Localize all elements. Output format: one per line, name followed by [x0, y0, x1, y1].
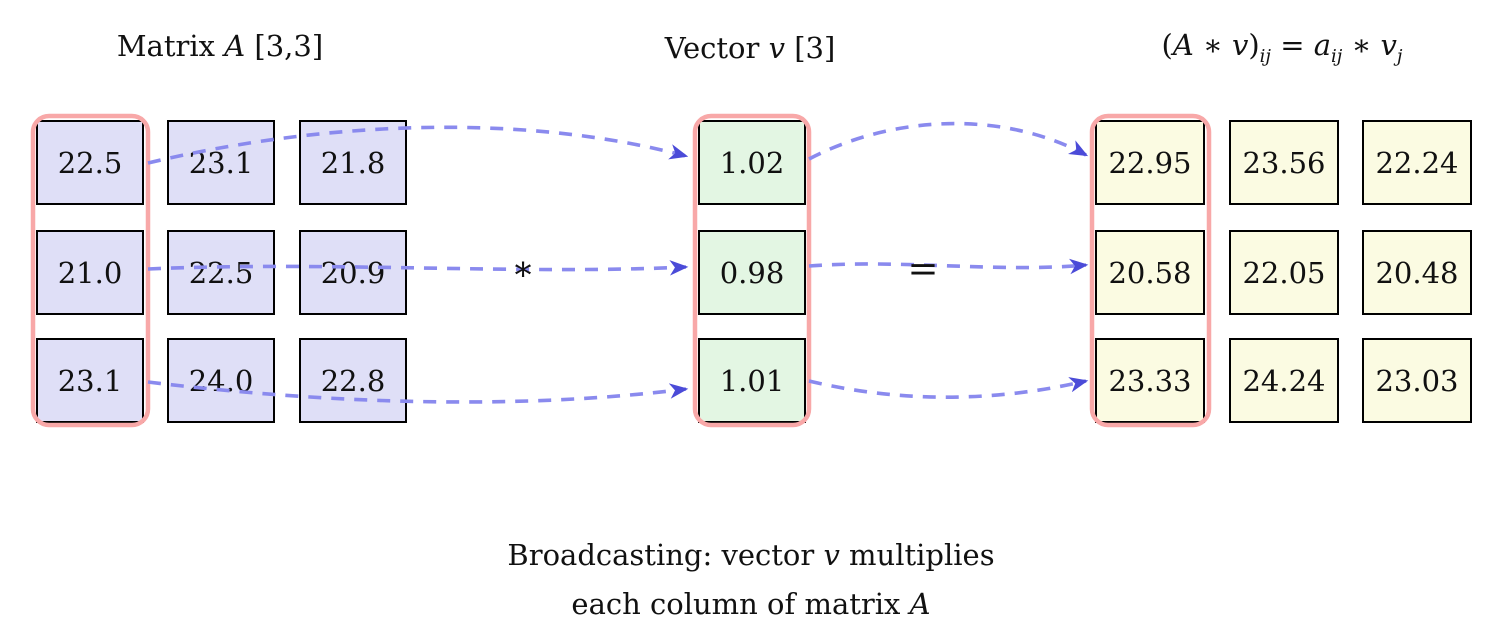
- result-cell-0-1: 23.56: [1229, 120, 1339, 205]
- result-cell-1-1: 22.05: [1229, 230, 1339, 315]
- matrix-cell-1-2: 20.9: [299, 230, 407, 315]
- result-cell-1-0: 20.58: [1095, 230, 1205, 315]
- result-cell-2-2: 23.03: [1362, 338, 1472, 423]
- matrix-cell-0-1: 23.1: [167, 120, 275, 205]
- caption-line-1: Broadcasting: vector v multiplies: [507, 538, 995, 572]
- result-cell-2-1: 24.24: [1229, 338, 1339, 423]
- vector-title: Vector v [3]: [664, 31, 836, 65]
- result-formula-title: (A ∗ v)ij = aij ∗ vj: [1161, 28, 1403, 67]
- matrix-cell-2-2: 22.8: [299, 338, 407, 423]
- arrow-row3-vector-to-result: [808, 377, 1089, 399]
- matrix-cell-0-2: 21.8: [299, 120, 407, 205]
- vector-cell-0: 1.02: [698, 120, 806, 205]
- vector-cell-2: 1.01: [698, 338, 806, 423]
- caption: Broadcasting: vector v multiplies each c…: [450, 531, 1052, 629]
- matrix-cell-2-1: 24.0: [167, 338, 275, 423]
- result-cell-0-2: 22.24: [1362, 120, 1472, 205]
- equals-operator: =: [907, 246, 939, 290]
- caption-line-2: each column of matrix A: [571, 587, 931, 621]
- result-cell-0-0: 22.95: [1095, 120, 1205, 205]
- matrix-cell-1-0: 21.0: [36, 230, 144, 315]
- result-cell-1-2: 20.48: [1362, 230, 1472, 315]
- matrix-cell-0-0: 22.5: [36, 120, 144, 205]
- vector-cell-1: 0.98: [698, 230, 806, 315]
- matrix-cell-1-1: 22.5: [167, 230, 275, 315]
- matrix-cell-2-0: 23.1: [36, 338, 144, 423]
- matrix-title: Matrix A [3,3]: [116, 29, 324, 63]
- arrow-row1-vector-to-result: [808, 121, 1089, 161]
- result-cell-2-0: 23.33: [1095, 338, 1205, 423]
- multiply-operator: ∗: [511, 249, 535, 289]
